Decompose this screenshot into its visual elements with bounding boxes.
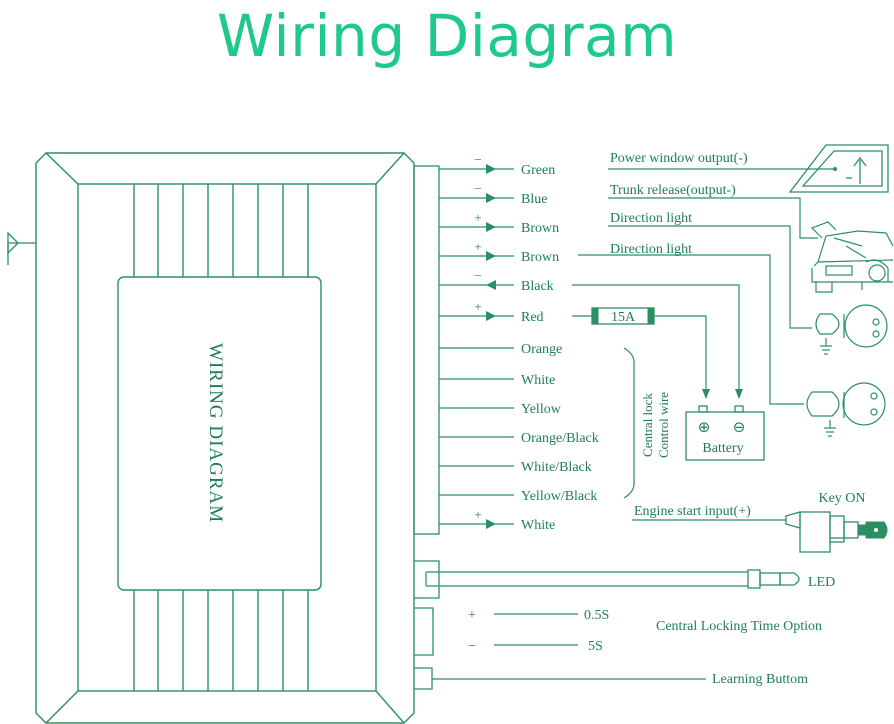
- central-lock-label-1: Central lock: [640, 393, 655, 457]
- wire-color-label: White/Black: [521, 460, 592, 475]
- wire-polarity-sign: −: [474, 268, 481, 283]
- wire-arrow-icon: [486, 251, 496, 261]
- wire-row: Orange/Black: [439, 431, 599, 446]
- led-label: LED: [808, 575, 835, 590]
- wire-row: − Blue Trunk release(output-): [439, 181, 736, 207]
- wire-arrow-icon: [486, 164, 496, 174]
- time-option-minus-sign: −: [468, 639, 476, 654]
- time-option-connector: [414, 607, 434, 656]
- antenna-icon: [7, 231, 36, 265]
- battery: [685, 405, 765, 461]
- direction-light-icon-2: [806, 382, 886, 437]
- wire-color-label: Green: [521, 163, 555, 178]
- battery-plus-terminal: ⊕: [698, 418, 711, 436]
- wire-function-label: Power window output(-): [610, 151, 748, 166]
- wire-polarity-sign: +: [474, 210, 481, 225]
- wire-color-label: Black: [521, 279, 554, 294]
- battery-minus-terminal: ⊖: [733, 418, 746, 436]
- wire-color-label: Orange: [521, 342, 562, 357]
- main-harness-connector: [413, 165, 440, 535]
- diagram-title: Wiring Diagram: [216, 2, 678, 70]
- wire-function-label: Trunk release(output-): [610, 183, 736, 198]
- wire-color-label: Orange/Black: [521, 431, 599, 446]
- wire-row: Yellow/Black: [439, 489, 597, 504]
- led-connector: [414, 560, 440, 599]
- learning-button-connector: [414, 667, 433, 690]
- central-lock-bracket: [623, 347, 635, 499]
- wire-row: + White Engine start input(+): [439, 504, 751, 533]
- wire-row: Yellow: [439, 402, 562, 417]
- power-window-icon: [788, 144, 889, 193]
- connector-blocks: [413, 165, 440, 690]
- key-icon: [857, 521, 888, 539]
- wire-function-label: Engine start input(+): [634, 504, 751, 519]
- module-heatsink-fins-top: [133, 184, 309, 277]
- wire-polarity-sign: +: [474, 239, 481, 254]
- wire-function-label: Direction light: [610, 211, 692, 226]
- led-wires: [425, 571, 748, 587]
- module-label-panel: [117, 276, 322, 591]
- control-module: [35, 152, 415, 724]
- wire-polarity-sign: +: [474, 507, 481, 522]
- led-icon: [747, 569, 800, 589]
- time-option-short-label: 0.5S: [584, 608, 609, 623]
- wire-polarity-sign: −: [474, 181, 481, 196]
- fuse-label: 15A: [611, 310, 636, 325]
- wire-row: White/Black: [439, 460, 592, 475]
- wire-color-label: Yellow: [521, 402, 562, 417]
- wire-color-label: Brown: [521, 221, 559, 236]
- wire-color-label: Brown: [521, 250, 559, 265]
- wire-rows: − Green Power window output(-) − Blue Trunk r…: [439, 151, 751, 533]
- car-trunk-icon: [810, 221, 894, 293]
- time-option-label: Central Locking Time Option: [656, 619, 822, 634]
- wire-color-label: Red: [521, 310, 544, 325]
- wire-arrow-icon: [486, 222, 496, 232]
- wire-arrow-icon: [486, 519, 496, 529]
- battery-label: Battery: [702, 441, 743, 456]
- wire-row: + Red: [439, 299, 544, 325]
- key-on-label: Key ON: [818, 491, 865, 506]
- wire-color-label: Yellow/Black: [521, 489, 597, 504]
- wire-row: + Brown Direction light: [439, 210, 692, 236]
- wire-row: White: [439, 373, 555, 388]
- wire-row: Orange: [439, 342, 562, 357]
- wire-row: − Black: [439, 268, 554, 294]
- wire-arrow-icon: [486, 311, 496, 321]
- wire-row: + Brown Direction light: [439, 239, 692, 265]
- direction-light-icon-1: [815, 304, 888, 355]
- module-heatsink-fins-bottom: [133, 590, 309, 691]
- learning-button-label: Learning Buttom: [712, 672, 808, 687]
- wire-color-label: Blue: [521, 192, 547, 207]
- wire-function-label: Direction light: [610, 242, 692, 257]
- wire-polarity-sign: +: [474, 299, 481, 314]
- wire-row: − Green Power window output(-): [439, 151, 748, 178]
- ignition-switch: [785, 511, 859, 553]
- time-option-long-label: 5S: [588, 639, 603, 654]
- wire-arrow-icon: [486, 193, 496, 203]
- wire-arrow-icon: [486, 280, 496, 290]
- wire-color-label: White: [521, 518, 555, 533]
- module-inner-frame: [77, 183, 377, 692]
- module-label: WIRING DIAGRAM: [205, 343, 226, 523]
- wire-color-label: White: [521, 373, 555, 388]
- central-lock-label-2: Control wire: [656, 392, 671, 458]
- time-option-plus-sign: +: [468, 608, 476, 623]
- wire-polarity-sign: −: [474, 152, 481, 167]
